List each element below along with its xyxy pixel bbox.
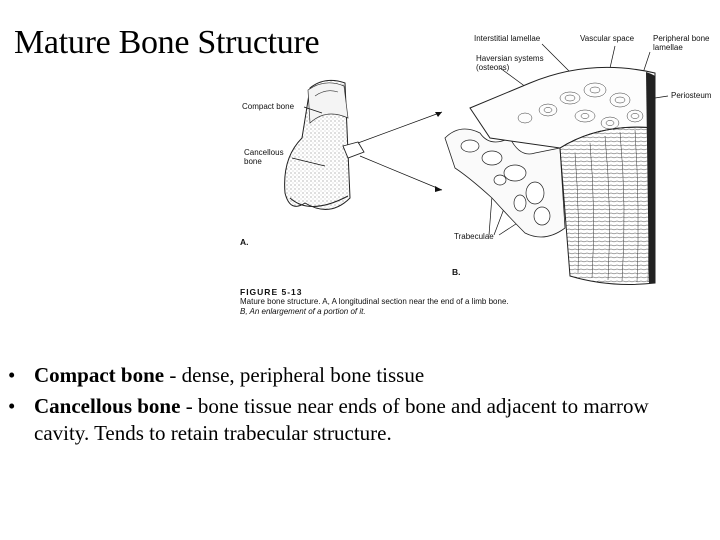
label-vascular-space: Vascular space xyxy=(580,34,635,43)
bullet-compact-bone: • Compact bone - dense, peripheral bone … xyxy=(8,362,708,389)
caption-line2: B, An enlargement of a portion of it. xyxy=(240,307,366,316)
bullet-text: - dense, peripheral bone tissue xyxy=(164,363,425,387)
bone-illustration xyxy=(284,43,669,285)
panel-a-bone-section xyxy=(284,79,365,210)
panel-b-letter: B. xyxy=(452,267,461,277)
slide-title: Mature Bone Structure xyxy=(14,24,320,61)
caption-line1: Mature bone structure. A, A longitudinal… xyxy=(240,297,509,306)
bone-structure-figure: Compact bone Cancellous bone A. Intersti… xyxy=(230,28,720,318)
label-interstitial-lamellae: Interstitial lamellae xyxy=(474,34,541,43)
label-peripheral-bone-line2: lamellae xyxy=(653,43,683,52)
bullet-cancellous-bone: • Cancellous bone - bone tissue near end… xyxy=(8,393,708,447)
panel-a-letter: A. xyxy=(240,237,249,247)
bullet-list: • Compact bone - dense, peripheral bone … xyxy=(8,362,708,451)
bullet-term: Compact bone xyxy=(34,363,165,387)
bullet-term: Cancellous bone xyxy=(34,394,181,418)
bullet-text: - bone tissue near ends of bone and adja… xyxy=(34,394,649,445)
label-peripheral-bone-line1: Peripheral bone xyxy=(653,34,710,43)
label-compact-bone: Compact bone xyxy=(242,102,295,111)
label-haversian-line1: Haversian systems xyxy=(476,54,544,63)
label-cancellous-bone-line2: bone xyxy=(244,157,262,166)
label-cancellous-bone-line1: Cancellous xyxy=(244,148,284,157)
bullet-marker: • xyxy=(8,394,16,418)
bullet-marker: • xyxy=(8,363,16,387)
label-periosteum: Periosteum xyxy=(671,91,712,100)
figure-number: FIGURE 5-13 xyxy=(240,287,303,297)
panel-b-bone-block xyxy=(444,66,656,285)
figure-caption: FIGURE 5-13 Mature bone structure. A, A … xyxy=(240,287,560,317)
label-haversian-line2: (osteons) xyxy=(476,63,510,72)
label-trabeculae: Trabeculae xyxy=(454,232,494,241)
